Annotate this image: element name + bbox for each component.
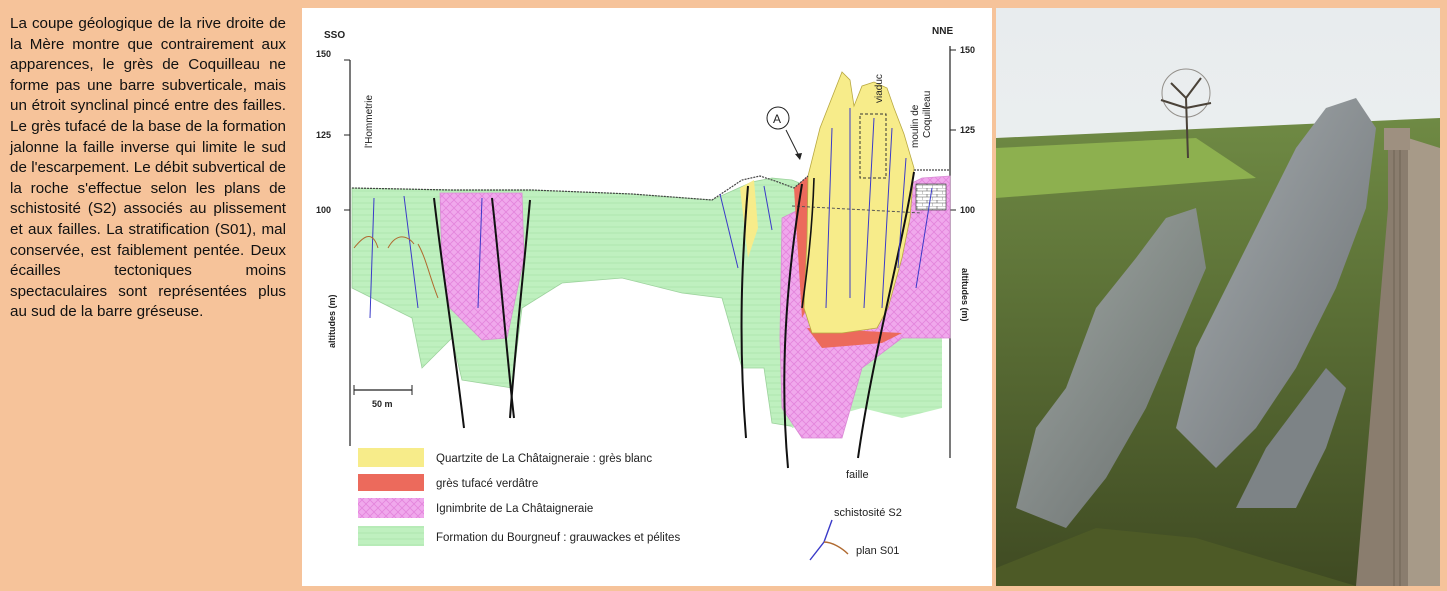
legend-label-ignimbrite: Ignimbrite de La Châtaigneraie (436, 503, 593, 515)
tick-left-150: 150 (316, 49, 331, 59)
legend-swatch-ignimbrite (358, 498, 424, 518)
legend-swatch-tuff (358, 474, 424, 491)
fault-label: faille (846, 469, 869, 481)
orientation-left: SSO (324, 30, 345, 41)
legend-swatch-quartzite (358, 448, 424, 467)
axis-label-right: altitudes (m) (960, 268, 970, 322)
legend-label-bourgneuf: Formation du Bourgneuf : grauwackes et p… (436, 532, 680, 544)
label-hommetrie: l'Hommetrie (364, 95, 375, 148)
legend-label-tuff: grès tufacé verdâtre (436, 478, 538, 490)
photo-svg (996, 8, 1440, 586)
label-moulin: moulin de (910, 104, 921, 148)
legend-label-quartzite: Quartzite de La Châtaigneraie : grès bla… (436, 453, 652, 465)
legend-label-schistosity: schistosité S2 (834, 507, 902, 519)
cross-section-svg: SSO NNE 150 125 100 altitudes (m) 150 12… (302, 8, 992, 586)
description-panel: La coupe géologique de la rive droite de… (0, 0, 298, 588)
orientation-right: NNE (932, 26, 953, 37)
escarpment-photo (996, 8, 1440, 586)
tick-left-100: 100 (316, 205, 331, 215)
legend-line-bedding (824, 542, 848, 554)
tick-left-125: 125 (316, 130, 331, 140)
tick-right-100: 100 (960, 205, 975, 215)
label-moulin-2: Coquilleau (922, 91, 933, 138)
tick-right-125: 125 (960, 125, 975, 135)
description-text: La coupe géologique de la rive droite de… (10, 14, 286, 323)
scale-label: 50 m (372, 399, 393, 409)
bourgneuf-formation (352, 178, 802, 428)
tick-right-150: 150 (960, 45, 975, 55)
marker-a: A (773, 112, 781, 126)
legend-swatch-bourgneuf (358, 526, 424, 546)
label-viaduc: viaduc (874, 74, 885, 103)
geological-cross-section: SSO NNE 150 125 100 altitudes (m) 150 12… (302, 8, 992, 586)
legend: Quartzite de La Châtaigneraie : grès bla… (358, 448, 902, 560)
axis-label-left: altitudes (m) (327, 294, 337, 348)
legend-line-schistosity (810, 520, 832, 560)
legend-label-bedding: plan S01 (856, 545, 899, 557)
